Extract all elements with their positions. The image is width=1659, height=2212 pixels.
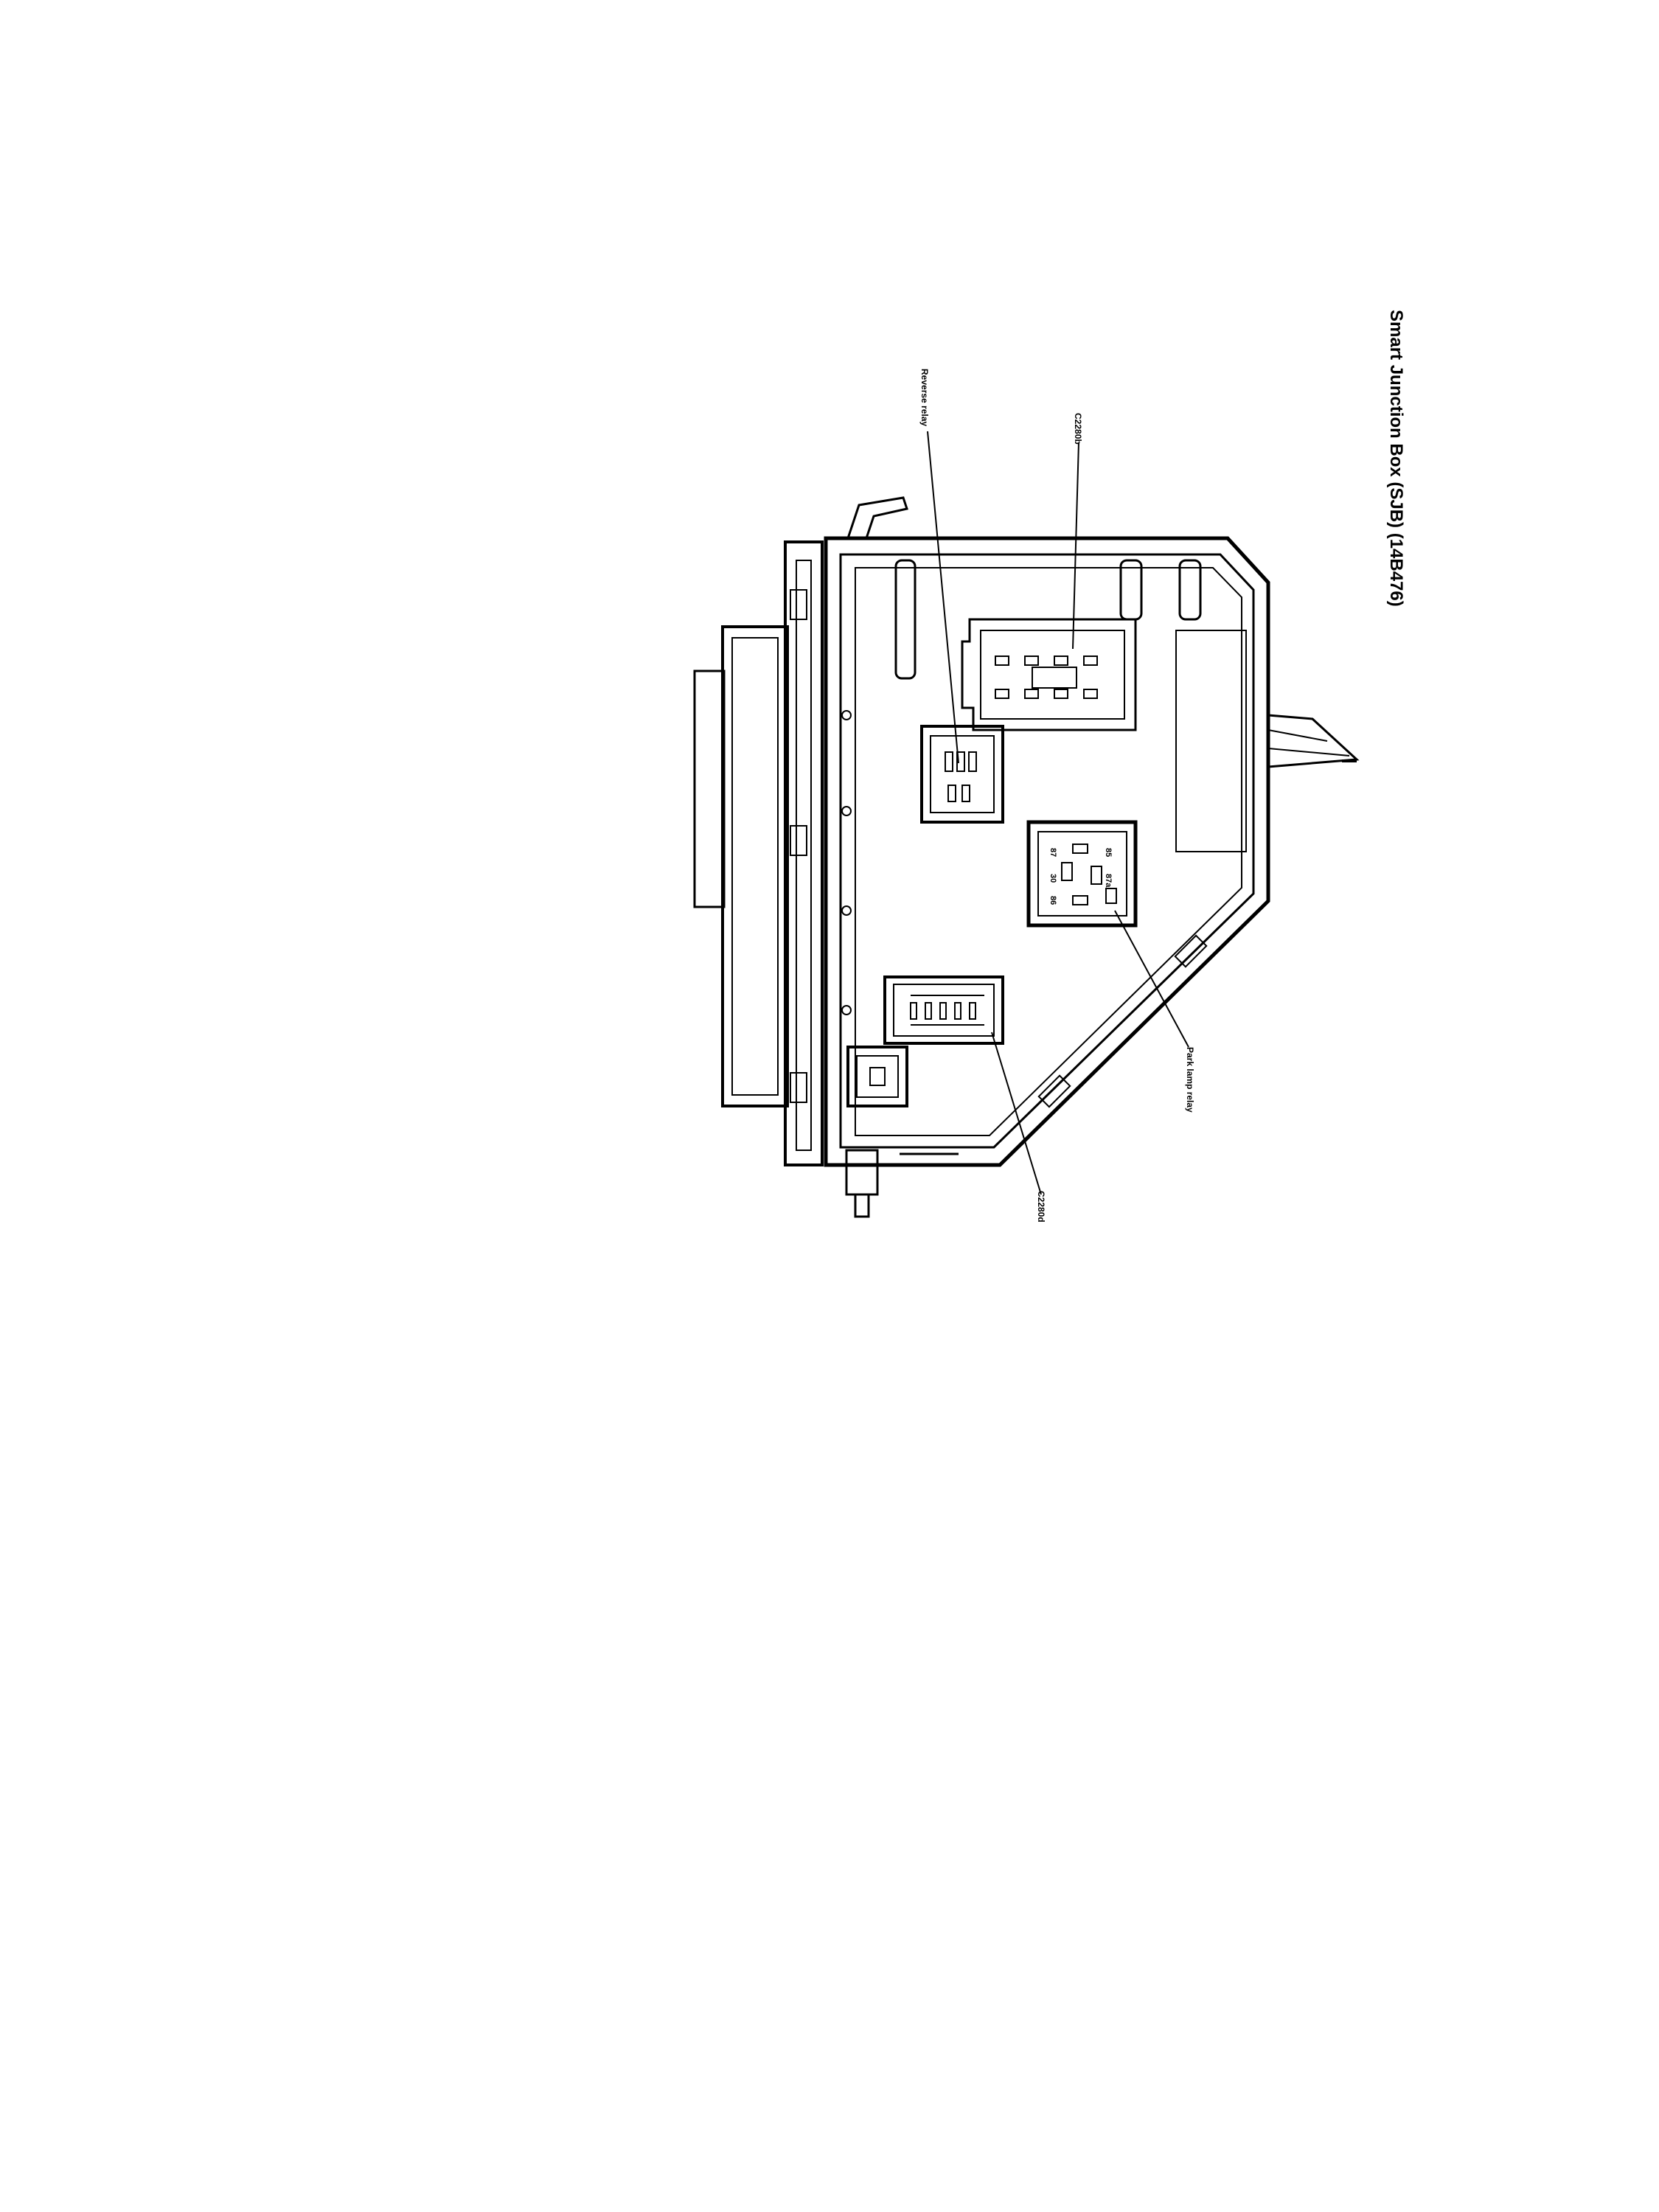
diagram-title: Smart Junction Box (SJB) (14B476) xyxy=(1386,310,1406,607)
housing-inner xyxy=(839,553,1255,1149)
pin-mark-86: 86 xyxy=(1048,896,1057,905)
label-reverse-relay: Reverse relay xyxy=(919,369,930,426)
pin-mark-87: 87 xyxy=(1048,848,1057,857)
small-connector xyxy=(846,1046,908,1107)
leader-park-lamp-relay xyxy=(1114,910,1189,1048)
pin-mark-30: 30 xyxy=(1048,874,1057,883)
pin-mark-87a: 87a xyxy=(1104,874,1113,888)
label-park-lamp-relay: Park lamp relay xyxy=(1185,1047,1195,1113)
leader-c2280b xyxy=(1072,442,1079,650)
pin-mark-85: 85 xyxy=(1104,848,1113,857)
leader-reverse-relay xyxy=(927,431,959,764)
connector-c2280b xyxy=(961,618,1137,731)
park-lamp-relay xyxy=(1026,820,1138,928)
connector-c2280d xyxy=(883,975,1004,1045)
housing xyxy=(693,496,1360,1218)
housing-outer xyxy=(824,536,1270,1167)
label-c2280b: C2280b xyxy=(1073,413,1083,445)
label-c2280d: C2280d xyxy=(1036,1191,1046,1222)
leader-c2280d xyxy=(991,1032,1042,1195)
reverse-relay xyxy=(920,725,1004,824)
